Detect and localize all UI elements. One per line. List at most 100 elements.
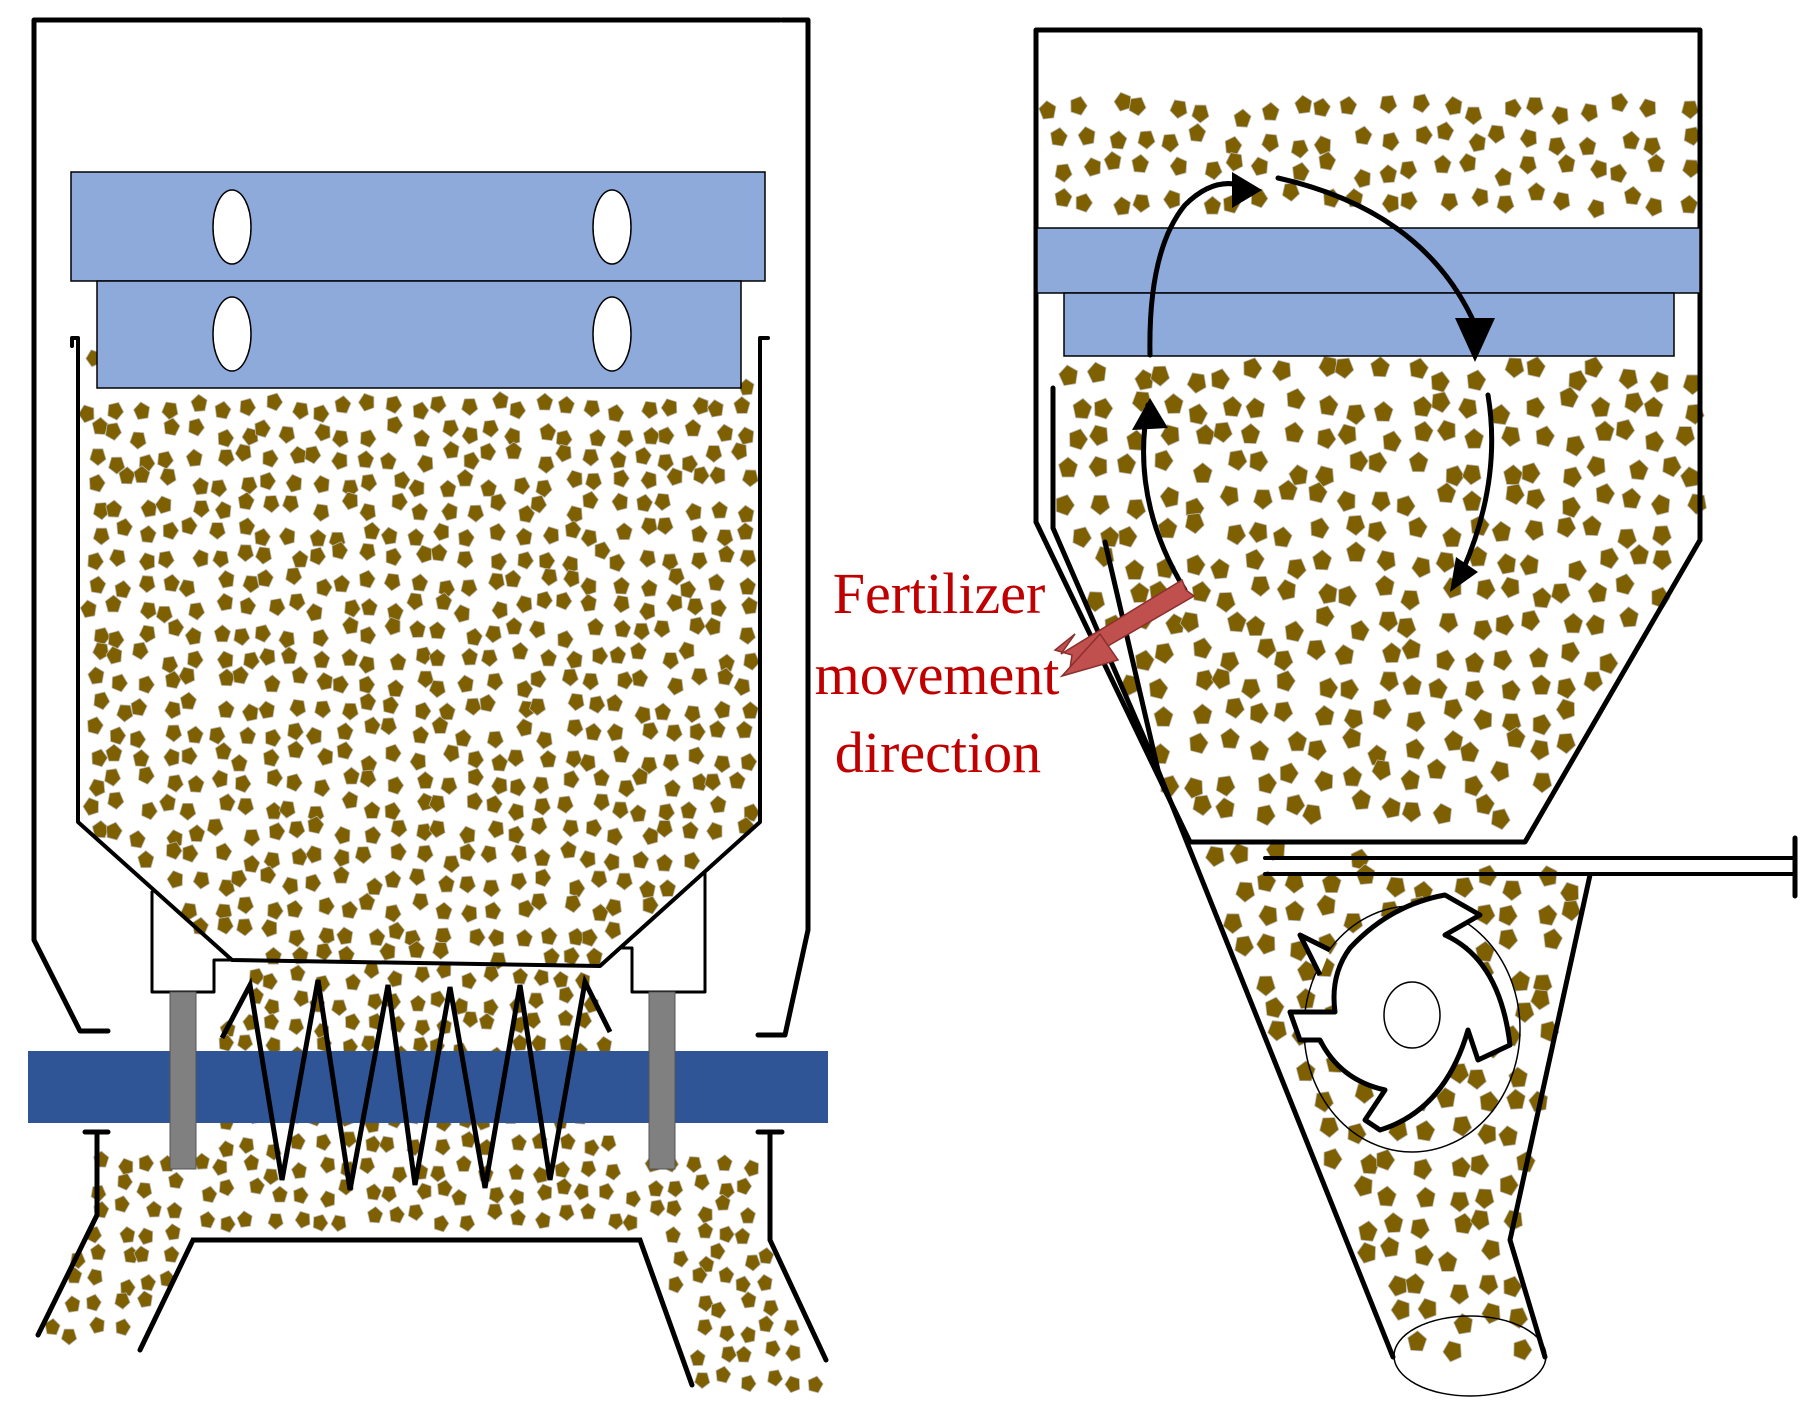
granule xyxy=(166,841,183,860)
granule xyxy=(104,768,122,787)
granule xyxy=(679,580,697,599)
granule xyxy=(341,790,359,810)
granule xyxy=(1498,928,1519,951)
granule xyxy=(217,569,235,589)
granule xyxy=(690,551,708,571)
granule xyxy=(1319,677,1339,699)
granule xyxy=(260,918,278,938)
flow-arrow-down-right xyxy=(1460,392,1495,573)
granule xyxy=(1307,739,1328,762)
granule xyxy=(188,824,206,843)
granule xyxy=(1219,651,1240,673)
granule xyxy=(1426,758,1447,780)
granule xyxy=(525,1011,542,1030)
granule xyxy=(285,567,303,586)
granule xyxy=(365,1183,382,1201)
granule xyxy=(1531,674,1552,695)
granule xyxy=(358,655,375,675)
granule xyxy=(411,502,429,521)
outlet-wall-outer-left xyxy=(35,1129,100,1338)
granule xyxy=(1498,904,1518,927)
granule xyxy=(429,1165,446,1183)
granule xyxy=(658,426,675,446)
granule xyxy=(129,431,147,450)
plate-holes xyxy=(212,189,632,372)
granule xyxy=(1184,512,1205,535)
granule xyxy=(181,516,198,536)
granule xyxy=(345,1013,361,1031)
granule xyxy=(737,504,755,523)
granule xyxy=(263,1012,280,1031)
granule xyxy=(709,466,726,485)
granule xyxy=(738,378,755,396)
granule xyxy=(1560,641,1581,664)
granule xyxy=(141,801,158,821)
granule xyxy=(358,392,375,412)
granule xyxy=(1250,575,1271,598)
granule xyxy=(429,395,447,414)
granule xyxy=(1436,649,1456,672)
granule xyxy=(464,697,482,716)
granule xyxy=(434,1138,451,1156)
granule xyxy=(367,993,384,1011)
granule xyxy=(1638,98,1657,119)
granule xyxy=(536,392,554,411)
granule xyxy=(1559,386,1579,409)
granule xyxy=(1169,156,1188,177)
granule xyxy=(582,490,599,510)
granule xyxy=(78,404,95,424)
granule xyxy=(705,445,723,464)
granule xyxy=(1038,100,1057,120)
granule xyxy=(1339,95,1358,116)
granule xyxy=(589,428,607,447)
granule xyxy=(408,867,426,887)
granule xyxy=(743,652,761,671)
granule xyxy=(555,443,572,463)
granule xyxy=(117,1173,133,1191)
granule xyxy=(263,748,280,767)
granule xyxy=(139,601,157,620)
granule xyxy=(265,1036,281,1055)
granule xyxy=(1584,356,1604,379)
granule xyxy=(535,731,553,750)
granule xyxy=(1192,794,1213,817)
annotation-arrowhead xyxy=(1059,632,1120,678)
granule xyxy=(1479,1090,1500,1113)
granule xyxy=(168,1171,185,1189)
right-inner-liner xyxy=(1050,385,1161,773)
granule xyxy=(693,1173,710,1192)
granule xyxy=(1489,760,1510,783)
granule xyxy=(461,647,479,666)
granule xyxy=(440,777,458,796)
granule xyxy=(336,722,354,741)
granule xyxy=(190,393,208,413)
granule xyxy=(409,994,427,1012)
granule xyxy=(565,650,583,669)
granule xyxy=(1314,465,1335,488)
granule xyxy=(580,528,598,548)
granule xyxy=(268,597,286,617)
granule xyxy=(1681,100,1700,120)
granule xyxy=(218,1034,235,1052)
granule xyxy=(359,769,377,788)
granule xyxy=(435,592,453,611)
granule xyxy=(286,899,304,919)
granule xyxy=(364,716,381,735)
granule xyxy=(187,774,205,793)
granule xyxy=(1323,1148,1343,1170)
granule xyxy=(692,396,709,416)
granule xyxy=(1222,913,1243,935)
granule xyxy=(216,650,234,670)
granule xyxy=(1432,802,1452,825)
granule xyxy=(582,672,600,691)
granule xyxy=(1316,894,1336,917)
right-rod xyxy=(648,991,676,1170)
granule xyxy=(157,550,175,570)
granule xyxy=(312,503,330,523)
granule xyxy=(262,495,280,514)
granule xyxy=(179,691,197,710)
granule xyxy=(616,429,634,448)
granule xyxy=(1406,710,1426,733)
granule xyxy=(116,517,133,537)
granule xyxy=(1462,490,1482,512)
